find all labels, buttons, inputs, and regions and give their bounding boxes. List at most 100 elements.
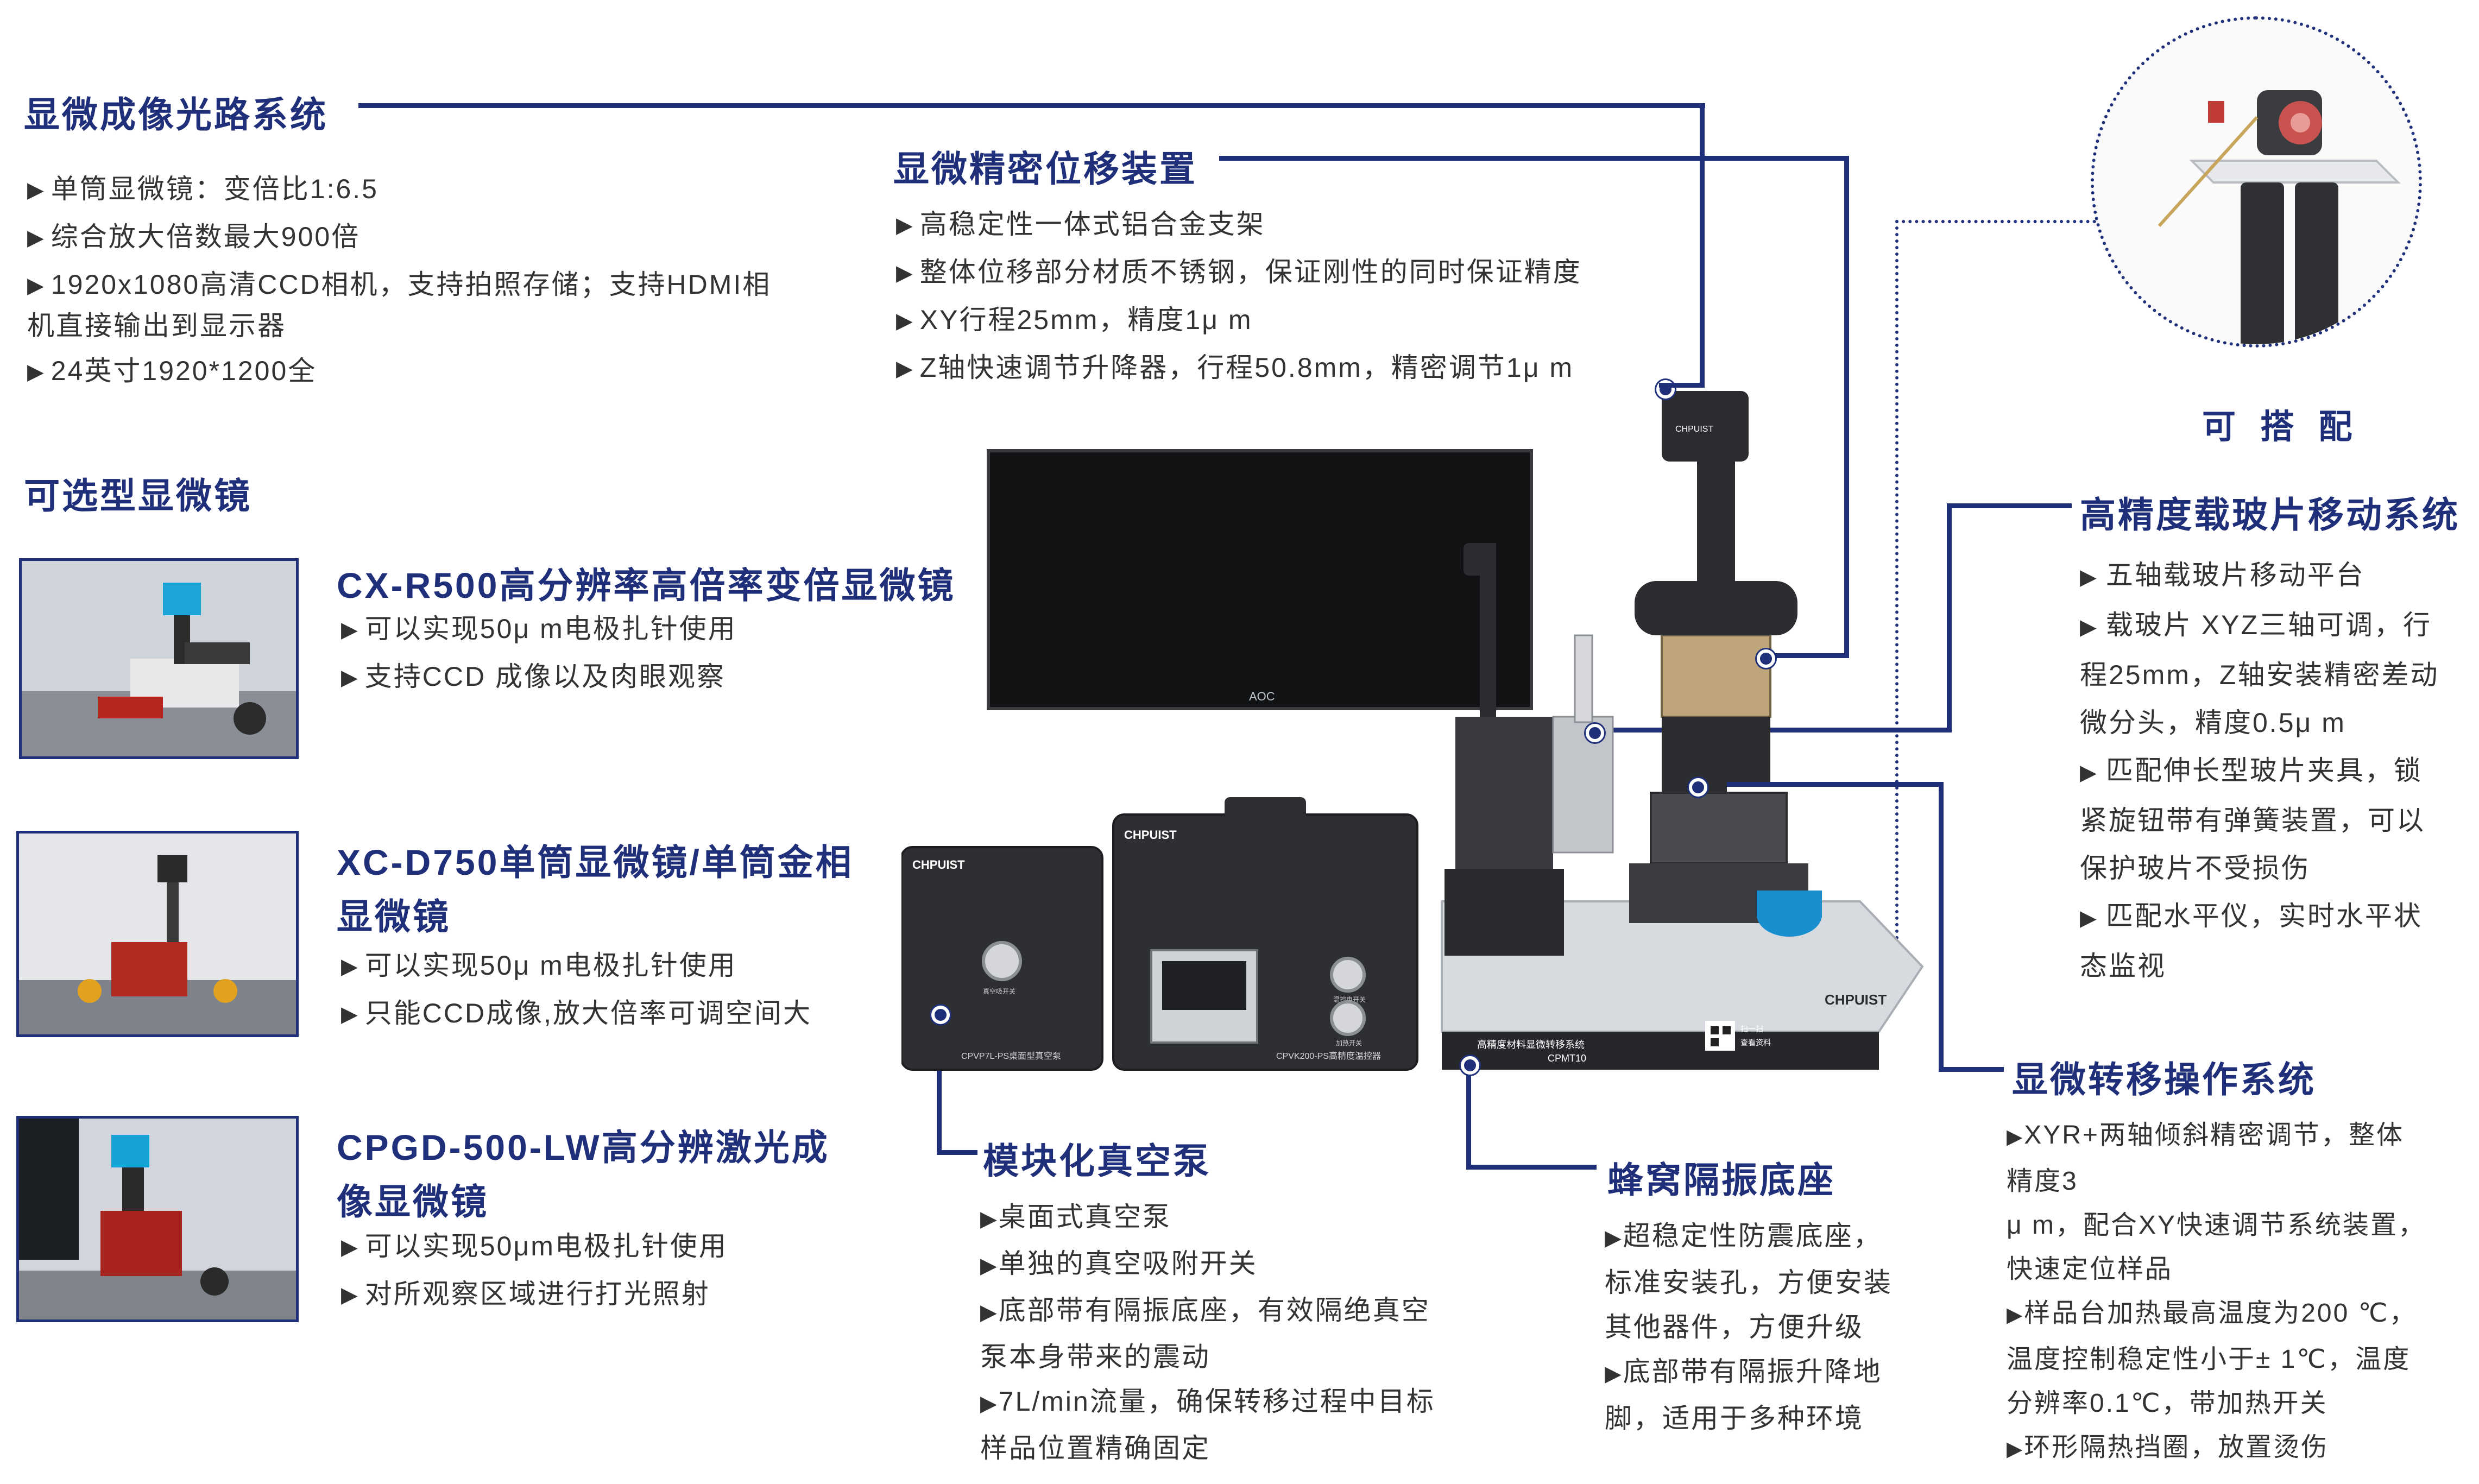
model-2-name-line2: 显微镜 bbox=[337, 896, 451, 937]
base-leader-h bbox=[1466, 1165, 1597, 1170]
optical-list: 单筒显微镜：变倍比1:6.5 综合放大倍数最大900倍 1920x1080高清C… bbox=[27, 166, 771, 309]
model-2-list: 可以实现50μ m电极扎针使用 只能CCD成像,放大倍率可调空间大 bbox=[341, 942, 812, 1038]
list-item: 可以实现50μm电极扎针使用 bbox=[341, 1223, 728, 1271]
pump-brand: CHPUIST bbox=[912, 858, 965, 872]
vacuum-list: ▶桌面式真空泵 ▶单独的真空吸附开关 ▶底部带有隔振底座，有效隔绝真空 泵本身带… bbox=[980, 1195, 1435, 1470]
leader-dot-transfer bbox=[1689, 778, 1707, 797]
leader-dot-vacuum bbox=[931, 1006, 950, 1024]
list-item: 1920x1080高清CCD相机，支持拍照存储；支持HDMI相 bbox=[27, 261, 771, 309]
camera-brand: CHPUIST bbox=[1675, 425, 1713, 434]
list-item-cont: 样品位置精确固定 bbox=[980, 1433, 1210, 1463]
qr-label-1: 扫一扫 bbox=[1740, 1025, 1763, 1033]
list-item: ▶ 匹配水平仪，实时水平状 bbox=[2080, 901, 2423, 931]
list-item-cont: 泵本身带来的震动 bbox=[980, 1342, 1210, 1372]
controller-heat-switch bbox=[1330, 1000, 1366, 1036]
list-item: 只能CCD成像,放大倍率可调空间大 bbox=[341, 990, 812, 1038]
displacement-leader-h2 bbox=[1762, 653, 1849, 658]
pump-switch-label: 真空吸开关 bbox=[983, 988, 1015, 995]
transfer-title: 显微转移操作系统 bbox=[2012, 1059, 2316, 1100]
list-item: ▶7L/min流量，确保转移过程中目标 bbox=[980, 1386, 1435, 1417]
list-item: 支持CCD 成像以及肉眼观察 bbox=[341, 653, 737, 701]
list-item-cont: 态监视 bbox=[2080, 951, 2166, 981]
platform-brand: CHPUIST bbox=[1825, 992, 1887, 1008]
list-item: 可以实现50μ m电极扎针使用 bbox=[341, 605, 737, 653]
optical-leader-line bbox=[358, 103, 1705, 108]
list-item: XY行程25mm，精度1μ m bbox=[896, 296, 1582, 344]
transfer-leader-h bbox=[1939, 1067, 2004, 1072]
list-item-cont: 温度控制稳定性小于± 1℃，温度 bbox=[2007, 1345, 2411, 1374]
list-item-cont: 微分头，精度0.5μ m bbox=[2080, 708, 2346, 738]
model-3-name-line1: CPGD-500-LW高分辨激光成 bbox=[337, 1127, 830, 1167]
leader-dot-displacement bbox=[1757, 649, 1775, 668]
list-item-cont: 其他器件，方便升级 bbox=[1605, 1312, 1864, 1342]
qr-code bbox=[1705, 1021, 1735, 1051]
list-item-cont: 程25mm，Z轴安装精密差动 bbox=[2080, 660, 2439, 690]
list-item-cont: μ m，配合XY快速调节系统装置， bbox=[2007, 1211, 2426, 1240]
base-title: 蜂窝隔振底座 bbox=[1607, 1160, 1835, 1200]
model-1-list: 可以实现50μ m电极扎针使用 支持CCD 成像以及肉眼观察 bbox=[341, 605, 737, 701]
list-item: ▶环形隔热挡圈，放置烫伤 bbox=[2007, 1433, 2329, 1462]
microscope-thumbnail-1 bbox=[19, 558, 299, 759]
compatible-title: 可 搭 配 bbox=[2202, 408, 2360, 446]
vacuum-leader-h bbox=[937, 1150, 977, 1155]
optical-title: 显微成像光路系统 bbox=[24, 94, 328, 135]
base-skirt bbox=[1442, 1032, 1879, 1070]
platform-label-2: CPMT10 bbox=[1548, 1053, 1586, 1064]
displacement-title: 显微精密位移装置 bbox=[893, 149, 1197, 189]
list-item: 整体位移部分材质不锈钢，保证刚性的同时保证精度 bbox=[896, 249, 1582, 296]
controller-power-switch bbox=[1330, 957, 1366, 993]
qr-label-2: 查看资料 bbox=[1740, 1038, 1771, 1047]
list-item-cont: 精度3 bbox=[2007, 1167, 2078, 1196]
list-item-cont: 标准安装孔，方便安装 bbox=[1605, 1267, 1893, 1298]
pump-label: CPVP7L-PS桌面型真空泵 bbox=[961, 1051, 1061, 1061]
base-list: ▶超稳定性防震底座， 标准安装孔，方便安装 其他器件，方便升级 ▶底部带有隔振升… bbox=[1605, 1214, 1893, 1441]
list-item-cont: 脚，适用于多种环境 bbox=[1605, 1403, 1864, 1434]
model-3-name-line2: 像显微镜 bbox=[337, 1182, 489, 1222]
list-item: ▶ 匹配伸长型玻片夹具，锁 bbox=[2080, 755, 2423, 786]
vacuum-switch bbox=[982, 941, 1022, 981]
compatible-accessory-circle bbox=[2091, 16, 2422, 348]
transfer-leader-h2 bbox=[1694, 782, 1943, 787]
compatible-connector-v bbox=[1895, 220, 1898, 953]
list-item-cont: 快速定位样品 bbox=[2007, 1255, 2173, 1284]
controller-brand: CHPUIST bbox=[1124, 828, 1177, 842]
list-item: ▶底部带有隔振底座，有效隔绝真空 bbox=[980, 1295, 1430, 1325]
model-2-name-line1: XC-D750单筒显微镜/单筒金相 bbox=[337, 842, 854, 882]
list-item: ▶XYR+两轴倾斜精密调节，整体 bbox=[2007, 1121, 2404, 1150]
model-1-name: CX-R500高分辨率高倍率变倍显微镜 bbox=[337, 565, 956, 605]
vacuum-leader-v bbox=[937, 1011, 942, 1155]
model-3-list: 可以实现50μm电极扎针使用 对所观察区域进行打光照射 bbox=[341, 1223, 728, 1318]
list-item-cont: 分辨率0.1℃，带加热开关 bbox=[2007, 1389, 2328, 1418]
optical-leader-h2 bbox=[1659, 383, 1705, 388]
compatible-connector-h bbox=[1895, 220, 2096, 223]
list-item-cont: 保护玻片不受损伤 bbox=[2080, 853, 2310, 883]
ctrl-switch-label-2: 加热开关 bbox=[1336, 1039, 1362, 1047]
list-item: 综合放大倍数最大900倍 bbox=[27, 213, 771, 261]
displacement-leader-v bbox=[1844, 156, 1849, 658]
controller-label: CPVK200-PS高精度温控器 bbox=[1276, 1051, 1381, 1061]
list-item: ▶超稳定性防震底座， bbox=[1605, 1221, 1882, 1251]
microscope-thumbnail-2 bbox=[16, 831, 299, 1037]
list-item: 可以实现50μ m电极扎针使用 bbox=[341, 942, 812, 990]
leader-dot-base bbox=[1461, 1056, 1479, 1075]
list-item: ▶单独的真空吸附开关 bbox=[980, 1248, 1258, 1279]
vacuum-title: 模块化真空泵 bbox=[983, 1141, 1211, 1181]
optical-item-cont: 机直接输出到显示器 bbox=[27, 311, 286, 341]
platform-label-1: 高精度材料显微转移系统 bbox=[1477, 1039, 1585, 1050]
slide-system-list: ▶ 五轴载玻片移动平台 ▶ 载玻片 XYZ三轴可调，行 程25mm，Z轴安装精密… bbox=[2080, 551, 2439, 990]
list-item: 高稳定性一体式铝合金支架 bbox=[896, 201, 1582, 249]
transfer-list: ▶XYR+两轴倾斜精密调节，整体 精度3 μ m，配合XY快速调节系统装置， 快… bbox=[2007, 1113, 2426, 1472]
displacement-leader-line bbox=[1219, 156, 1849, 161]
slide-leader-h bbox=[1947, 503, 2072, 508]
list-item: ▶样品台加热最高温度为200 ℃， bbox=[2007, 1299, 2417, 1328]
monitor-brand: AOC bbox=[1249, 690, 1275, 703]
list-item: ▶桌面式真空泵 bbox=[980, 1202, 1171, 1232]
slide-leader-v bbox=[1947, 503, 1952, 731]
device-illustration: AOC 高精度材料显微转移系统 CPMT10 扫一扫 查看资料 CHPUIST … bbox=[901, 391, 1924, 1071]
displacement-list: 高稳定性一体式铝合金支架 整体位移部分材质不锈钢，保证刚性的同时保证精度 XY行… bbox=[896, 201, 1582, 392]
list-item: 24英寸1920*1200全 bbox=[27, 348, 317, 395]
list-item: 对所观察区域进行打光照射 bbox=[341, 1271, 728, 1318]
transfer-leader-v bbox=[1939, 782, 1944, 1072]
slide-leader-h2 bbox=[1591, 728, 1952, 732]
list-item: 单筒显微镜：变倍比1:6.5 bbox=[27, 166, 771, 213]
